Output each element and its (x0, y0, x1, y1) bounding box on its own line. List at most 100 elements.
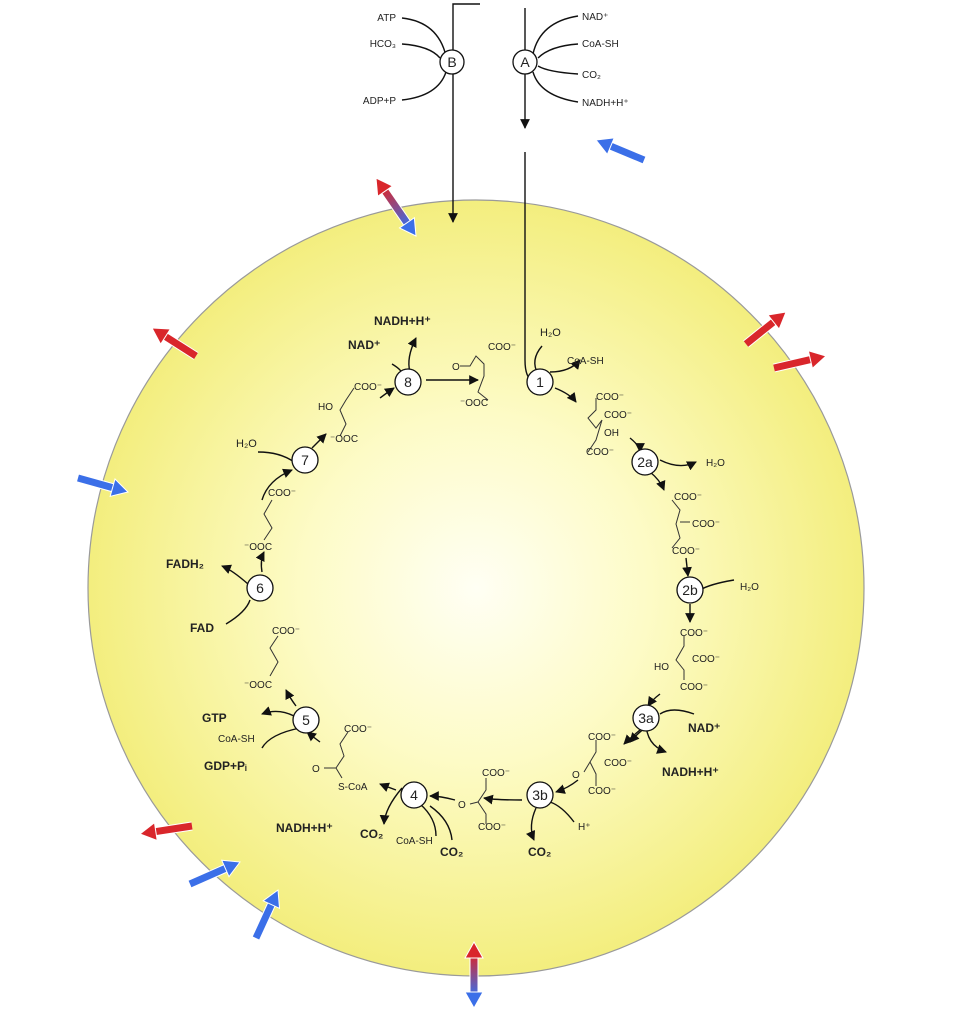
svg-text:7: 7 (301, 452, 309, 468)
svg-text:COO⁻: COO⁻ (354, 382, 382, 393)
cofactor-labels: H₂O CoA-SH H₂O H₂O NAD⁺ NADH+H⁺ H⁺ CO₂ N… (166, 314, 759, 859)
step3a-nad: NAD⁺ (688, 721, 720, 735)
import-arrow-left (76, 473, 129, 498)
svg-text:S-CoA: S-CoA (338, 782, 368, 793)
svg-text:O: O (572, 770, 580, 781)
svg-text:COO⁻: COO⁻ (268, 488, 296, 499)
succinate: COO⁻ ⁻OOC (244, 626, 300, 691)
bidirectional-arrow-top (375, 177, 417, 237)
alpha-ketoglutarate: COO⁻ O COO⁻ (458, 768, 510, 833)
isocitrate: COO⁻ COO⁻ HO COO⁻ (654, 628, 720, 693)
svg-text:COO⁻: COO⁻ (488, 342, 516, 353)
a-output-co2: CO₂ (582, 70, 601, 81)
step5-gdp: GDP+Pᵢ (204, 759, 247, 773)
step-2b: 2b (676, 576, 704, 604)
svg-text:1: 1 (536, 374, 544, 390)
svg-text:6: 6 (256, 580, 264, 596)
svg-text:COO⁻: COO⁻ (588, 732, 616, 743)
malate: COO⁻ HO ⁻OOC (318, 382, 382, 445)
step4-nadh: NADH+H⁺ (276, 821, 333, 835)
step-1: 1 (526, 368, 554, 396)
svg-text:COO⁻: COO⁻ (596, 392, 624, 403)
svg-text:⁻OOC: ⁻OOC (460, 398, 488, 409)
step1-coash: CoA-SH (567, 356, 604, 367)
import-arrow-bottom-left (251, 889, 281, 940)
svg-text:HO: HO (318, 402, 333, 413)
step8-nadh: NADH+H⁺ (374, 314, 431, 328)
transport-arrows (76, 137, 827, 1010)
step7-h2o: H₂O (236, 438, 257, 450)
citrate: COO⁻ COO⁻ OH COO⁻ (586, 392, 632, 458)
enzyme-a: A (512, 49, 538, 75)
svg-text:COO⁻: COO⁻ (674, 492, 702, 503)
svg-text:⁻OOC: ⁻OOC (330, 434, 358, 445)
svg-text:2b: 2b (682, 582, 698, 598)
enzyme-a-label: A (520, 54, 530, 70)
export-arrow-upper-right (743, 311, 787, 348)
svg-text:5: 5 (302, 712, 310, 728)
a-input-coa: CoA-SH (582, 39, 619, 50)
step-6: 6 (246, 574, 274, 602)
svg-text:HO: HO (654, 662, 669, 673)
svg-text:3b: 3b (532, 787, 548, 803)
cis-aconitate: COO⁻ COO⁻ COO⁻ (671, 492, 720, 557)
import-arrow-top-right (595, 137, 646, 165)
step2b-h2o: H₂O (740, 582, 759, 593)
svg-text:COO⁻: COO⁻ (272, 626, 300, 637)
svg-text:COO⁻: COO⁻ (482, 768, 510, 779)
step6-fadh2: FADH₂ (166, 557, 204, 571)
step4-co2: CO₂ (360, 827, 383, 841)
svg-text:⁻OOC: ⁻OOC (244, 542, 272, 553)
oxaloacetate: O COO⁻ ⁻OOC (452, 342, 516, 409)
svg-text:COO⁻: COO⁻ (344, 724, 372, 735)
svg-text:4: 4 (410, 787, 418, 803)
enzyme-b: B (439, 49, 465, 75)
svg-text:2a: 2a (637, 454, 653, 470)
a-input-nad: NAD⁺ (582, 12, 608, 23)
svg-text:OH: OH (604, 428, 619, 439)
import-arrow-lower-left (188, 859, 241, 889)
enzyme-b-label: B (447, 54, 456, 70)
step6-fad: FAD (190, 621, 214, 635)
step-4: 4 (400, 781, 428, 809)
b-input-atp: ATP (377, 13, 396, 24)
step8-nad: NAD⁺ (348, 338, 380, 352)
oxalosuccinate: COO⁻ COO⁻ O COO⁻ (572, 732, 632, 797)
step-5: 5 (292, 706, 320, 734)
svg-text:COO⁻: COO⁻ (672, 546, 700, 557)
export-arrow-right (772, 350, 827, 373)
svg-text:COO⁻: COO⁻ (604, 410, 632, 421)
export-arrow-upper-left (151, 327, 199, 360)
svg-text:COO⁻: COO⁻ (680, 628, 708, 639)
a-output-nadh: NADH+H⁺ (582, 98, 629, 109)
succinyl-coa: COO⁻ O S-CoA (312, 724, 372, 793)
svg-text:COO⁻: COO⁻ (680, 682, 708, 693)
step5-gtp: GTP (202, 711, 227, 725)
step3b-co2: CO₂ (528, 845, 551, 859)
step-circles: 8 1 2a 2b 3a 3b 4 5 6 7 (246, 368, 704, 809)
svg-text:COO⁻: COO⁻ (586, 447, 614, 458)
step3a-nadh: NADH+H⁺ (662, 765, 719, 779)
step2a-h2o: H₂O (706, 458, 725, 469)
svg-text:⁻OOC: ⁻OOC (244, 680, 272, 691)
b-output-adp: ADP+P (363, 96, 396, 107)
svg-text:COO⁻: COO⁻ (604, 758, 632, 769)
svg-text:COO⁻: COO⁻ (478, 822, 506, 833)
step-3b: 3b (526, 781, 554, 809)
step5-coash: CoA-SH (218, 734, 255, 745)
svg-text:O: O (452, 362, 460, 373)
fumarate: COO⁻ ⁻OOC (244, 488, 296, 553)
svg-text:O: O (312, 764, 320, 775)
export-arrow-lower-left (138, 821, 193, 842)
step-8: 8 (394, 368, 422, 396)
svg-text:3a: 3a (638, 710, 654, 726)
bidirectional-arrow-bottom (464, 940, 484, 1010)
step4-co2b: CO₂ (440, 845, 463, 859)
svg-text:COO⁻: COO⁻ (588, 786, 616, 797)
step4-coash: CoA-SH (396, 836, 433, 847)
step1-h2o: H₂O (540, 327, 561, 339)
svg-text:O: O (458, 800, 466, 811)
b-input-hco3: HCO₃ (370, 39, 396, 50)
